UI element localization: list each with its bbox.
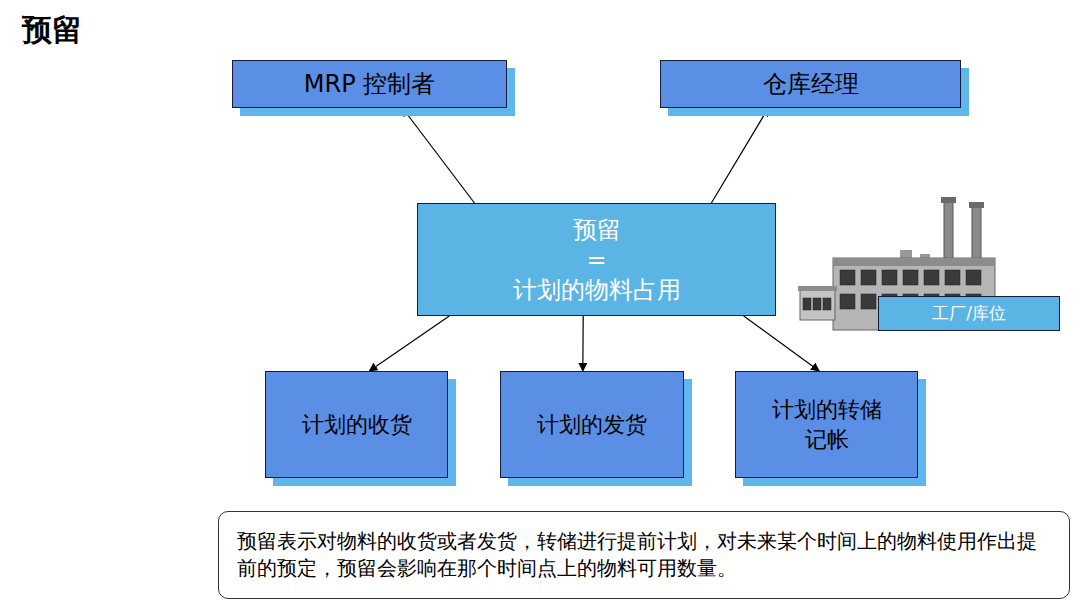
- node-text: 预留: [573, 215, 621, 245]
- concept-box: 预留=计划的物料占用: [417, 203, 776, 316]
- node-text: 计划的转储 记帐: [768, 395, 886, 454]
- process-box: 计划的收货: [265, 371, 448, 478]
- factory-window: [924, 270, 939, 285]
- node-text: =: [586, 245, 606, 275]
- arrow-connector: [582, 316, 584, 371]
- role-box: MRP 控制者: [232, 60, 507, 108]
- node-text: MRP 控制者: [304, 68, 435, 100]
- factory-window: [966, 270, 981, 285]
- factory-window: [882, 270, 897, 285]
- role-box: 仓库经理: [660, 60, 961, 108]
- factory-window: [803, 298, 811, 310]
- slide-title: 预留: [22, 10, 82, 51]
- arrow-connector: [744, 316, 819, 371]
- arrow-connector: [711, 108, 768, 203]
- node-text: 计划的发货: [537, 410, 647, 440]
- factory-window: [903, 270, 918, 285]
- location-tag: 工厂/库位: [878, 296, 1060, 331]
- factory-window: [840, 270, 855, 285]
- factory-window: [823, 298, 831, 310]
- note-box: 预留表示对物料的收货或者发货，转储进行提前计划，对未来某个时间上的物料使用作出提…: [218, 511, 1070, 599]
- process-box: 计划的发货: [500, 371, 684, 478]
- factory-window: [840, 294, 855, 309]
- node-text: 计划的物料占用: [513, 275, 681, 305]
- factory-window: [861, 270, 876, 285]
- arrow-connector: [369, 316, 449, 371]
- arrow-connector: [403, 108, 475, 203]
- factory-window: [861, 294, 876, 309]
- node-text: 仓库经理: [763, 68, 859, 100]
- factory-window: [813, 298, 821, 310]
- node-text: 预留表示对物料的收货或者发货，转储进行提前计划，对未来某个时间上的物料使用作出提…: [237, 528, 1051, 582]
- process-box: 计划的转储 记帐: [735, 371, 918, 478]
- node-text: 工厂/库位: [932, 302, 1006, 325]
- factory-window: [945, 270, 960, 285]
- node-text: 计划的收货: [302, 410, 412, 440]
